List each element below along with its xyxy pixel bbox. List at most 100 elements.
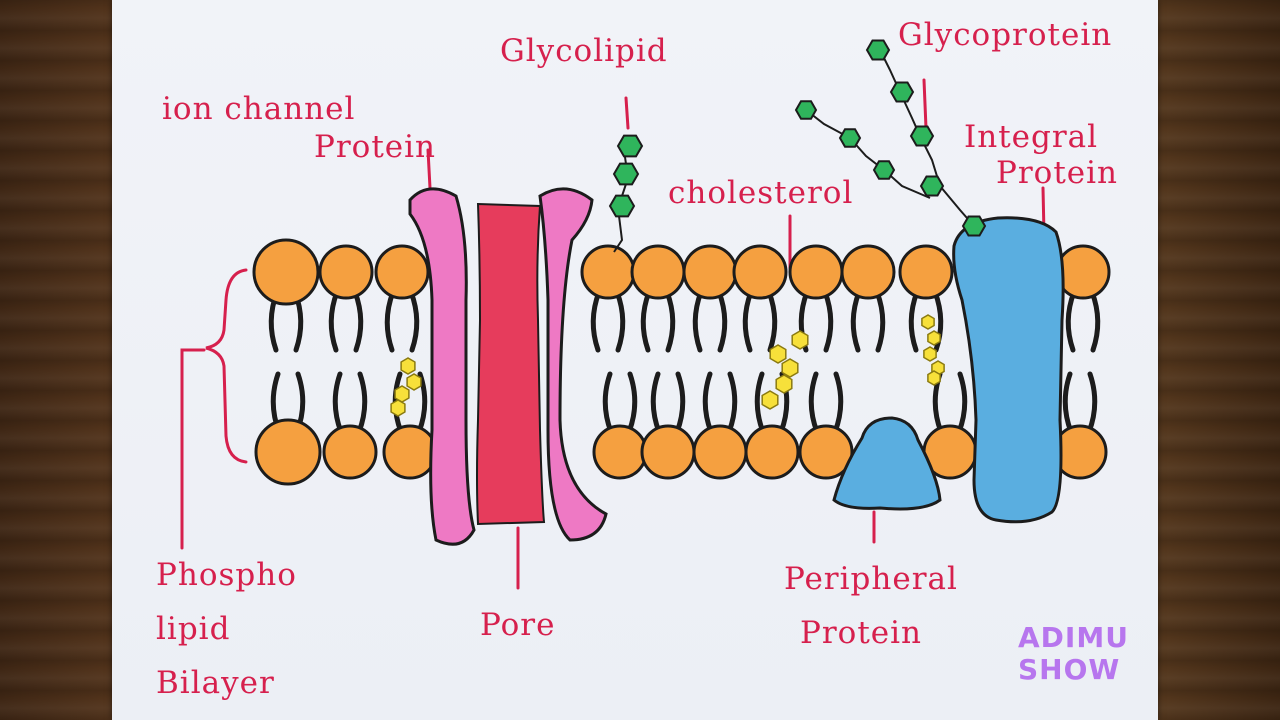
sugar-unit [889,81,915,103]
lipid-tail [1086,371,1098,435]
phosphate-head [580,244,636,300]
lipid-tail [674,371,686,435]
lipid-tail [742,289,754,353]
cholesterol-ring [791,330,809,350]
label-integral-line2: Protein [996,155,1119,191]
sugar-unit [909,125,935,147]
sugar-unit [872,160,896,180]
lipid-tail [602,371,614,435]
cholesterol-ring [781,358,799,378]
cholesterol-ring [394,385,410,403]
lipid-tail [832,371,844,435]
lipid-tail [408,289,420,353]
lipid-tail [702,371,714,435]
phosphate-head [692,424,748,480]
label-glycolipid: Glycolipid [500,33,668,69]
cholesterol-ring [923,346,937,362]
lipid-tail [808,371,820,435]
lipid-tail [640,289,652,353]
lipid-tail [626,371,638,435]
leader-glycoprotein [922,78,928,130]
phosphate-head [682,244,738,300]
phosphate-head [640,424,696,480]
lipid-tail [716,289,728,353]
integral-protein [952,216,1065,524]
phosphate-head [318,244,374,300]
lipid-tail [1062,371,1074,435]
cholesterol-ring [769,344,787,364]
phosphate-head [1055,244,1111,300]
lipid-tail [614,289,626,353]
label-phospholipid-line3: Bilayer [156,665,275,701]
cholesterol-ring [761,390,779,410]
lipid-tail [822,289,834,353]
pore-channel [476,202,546,526]
phosphate-head [592,424,648,480]
label-ion-channel-line2: Protein [314,129,437,165]
cholesterol-ring [390,399,406,417]
cholesterol-molecules [390,314,945,417]
lipid-tail [384,289,396,353]
cholesterol-ring [927,370,941,386]
label-integral: Integral [964,119,1099,155]
phosphate-head [788,244,844,300]
cholesterol-ring [775,374,793,394]
phosphate-head [322,424,378,480]
lipid-tail [356,371,368,435]
leader-ion-channel [426,148,432,190]
sugar-unit [838,128,862,148]
label-glycoprotein: Glycoprotein [898,17,1113,53]
watermark-line2: SHOW [1018,653,1121,686]
lipid-tail [1089,289,1101,353]
phosphate-head [898,244,954,300]
phosphate-head [732,244,788,300]
sugar-unit [608,194,636,218]
lipid-tail [726,371,738,435]
phosphate-heads [252,238,1111,486]
watermark-logo: ADIMU SHOW [1018,622,1129,686]
cholesterol-ring [406,373,422,391]
label-phospholipid-line2: lipid [156,611,231,647]
cholesterol-ring [927,330,941,346]
phosphate-head [840,244,896,300]
lipid-tail [332,371,344,435]
cholesterol-ring [400,357,416,375]
sugar-unit [961,215,987,237]
lipid-tail [650,371,662,435]
phospholipid-brace [205,268,248,464]
label-cholesterol: cholesterol [668,175,854,211]
label-peripheral-line2: Protein [800,615,923,651]
lipid-tail [874,289,886,353]
lipid-tail [766,289,778,353]
lipid-tails [268,289,1101,435]
peripheral-protein [832,416,942,511]
lipid-tail [590,289,602,353]
label-pore: Pore [480,607,556,643]
phosphate-head [630,244,686,300]
leader-lines [180,78,1046,590]
label-peripheral: Peripheral [784,561,958,597]
phosphate-head [382,424,438,480]
lipid-tail [1065,289,1077,353]
sugar-unit [865,39,891,61]
sugar-unit [919,175,945,197]
leader-phospholipid [180,348,206,550]
watermark-line1: ADIMU [1018,621,1129,654]
phosphate-head [374,244,430,300]
lipid-tail [850,289,862,353]
sugar-unit [616,134,644,158]
sugar-link [805,109,931,199]
label-phospholipid: Phospho [156,557,297,593]
ion-channel-protein [408,187,608,546]
lipid-tail [956,371,968,435]
lipid-tail [664,289,676,353]
cholesterol-ring [921,314,935,330]
sugar-unit [612,162,640,186]
sugar-chains [608,39,987,253]
phosphate-head [254,418,322,486]
phosphate-head [252,238,320,306]
phosphate-head [744,424,800,480]
phosphate-head [798,424,854,480]
label-ion-channel: ion channel [162,91,356,127]
